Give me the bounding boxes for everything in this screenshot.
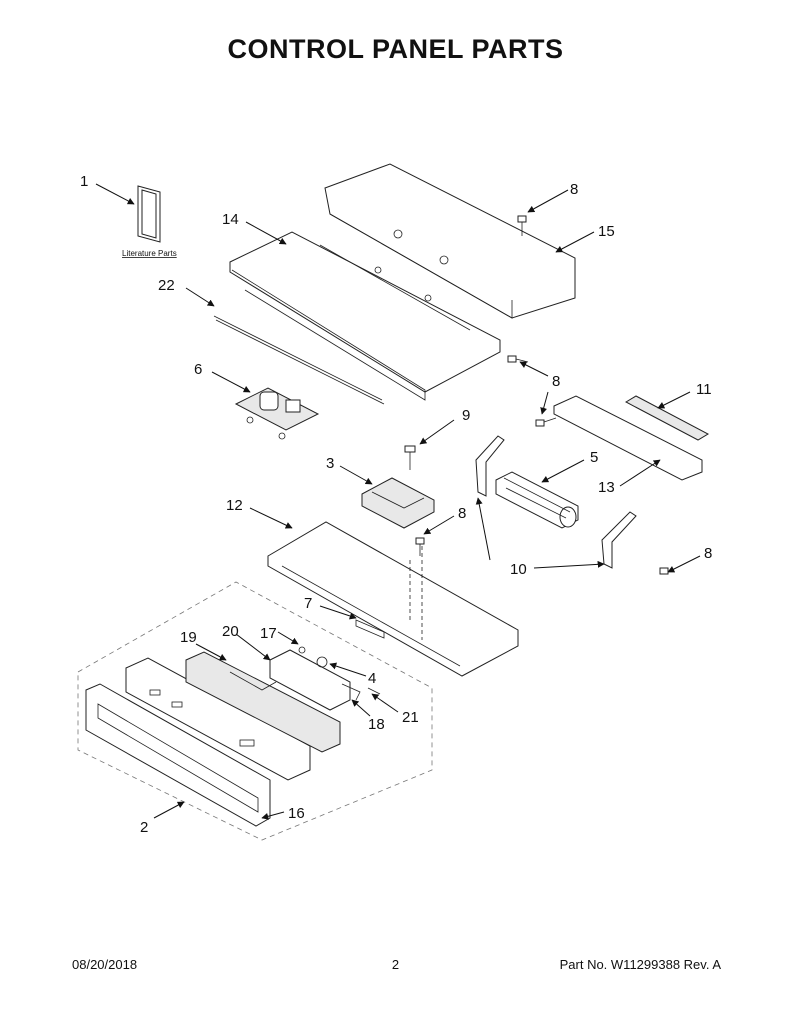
callout-16: 16 <box>288 805 305 822</box>
control-panel-front <box>85 683 271 827</box>
screws-8 <box>415 215 669 575</box>
footer-page-number: 2 <box>391 957 400 972</box>
gasket-strip <box>213 315 385 405</box>
callout-6: 6 <box>194 361 202 378</box>
control-panel-overlay <box>125 657 311 781</box>
callout-20: 20 <box>222 623 239 640</box>
support-rail <box>553 395 703 481</box>
connector-clip <box>355 619 385 639</box>
transformer-board <box>234 387 320 440</box>
callout-22: 22 <box>158 277 175 294</box>
callout-5: 5 <box>590 449 598 466</box>
footer-date: 08/20/2018 <box>72 957 138 972</box>
callout-10: 10 <box>510 561 527 578</box>
literature-parts-label: Literature Parts <box>122 249 177 258</box>
callout-8b: 8 <box>552 373 560 390</box>
callout-2: 2 <box>140 819 148 836</box>
leader-lines <box>95 183 701 820</box>
bottom-panel <box>267 521 519 677</box>
callout-9: 9 <box>462 407 470 424</box>
foam-strip <box>624 395 710 441</box>
rear-cover-panel <box>324 163 576 319</box>
user-interface-board <box>185 651 341 753</box>
callout-8c: 8 <box>458 505 466 522</box>
callout-3: 3 <box>326 455 334 472</box>
footer-part-number: Part No. W11299388 Rev. A <box>559 957 721 972</box>
callout-19: 19 <box>180 629 197 646</box>
top-panel <box>229 231 501 401</box>
callout-7: 7 <box>304 595 312 612</box>
callout-1: 1 <box>80 173 88 190</box>
callout-12: 12 <box>226 497 243 514</box>
callout-4: 4 <box>368 670 376 687</box>
mounting-bracket-left <box>475 435 505 497</box>
callout-11: 11 <box>696 381 712 398</box>
literature-booklet <box>137 185 161 243</box>
console-assembly-outline <box>77 581 433 841</box>
page-title: CONTROL PANEL PARTS <box>227 34 564 64</box>
callout-15: 15 <box>598 223 615 240</box>
callout-17: 17 <box>260 625 277 642</box>
callout-8a: 8 <box>570 181 578 198</box>
screw-9 <box>404 445 416 470</box>
callout-21: 21 <box>402 709 419 726</box>
mounting-bracket-right <box>601 511 637 569</box>
callout-13: 13 <box>598 479 615 496</box>
relay-block <box>361 477 435 529</box>
blower-fan <box>495 471 579 529</box>
small-parts <box>298 646 381 701</box>
callout-8d: 8 <box>704 545 712 562</box>
control-board <box>269 649 351 711</box>
callout-18: 18 <box>368 716 385 733</box>
callout-14: 14 <box>222 211 239 228</box>
